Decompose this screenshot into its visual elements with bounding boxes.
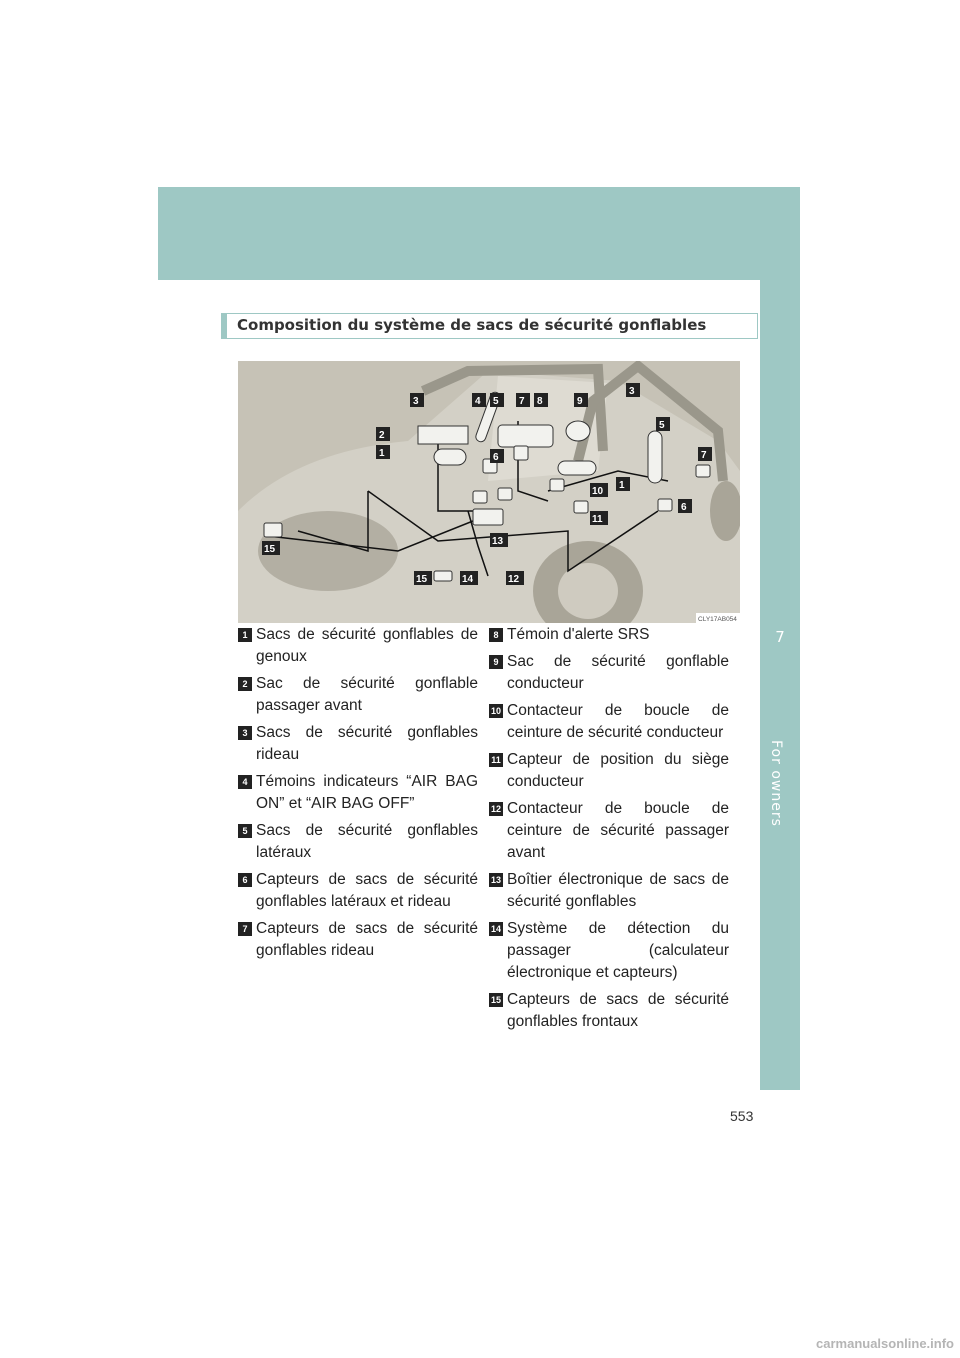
svg-text:3: 3 <box>629 386 635 397</box>
svg-text:4: 4 <box>475 396 481 407</box>
svg-text:5: 5 <box>493 396 499 407</box>
svg-text:5: 5 <box>659 420 665 431</box>
page-number: 553 <box>730 1108 754 1124</box>
svg-text:15: 15 <box>416 574 428 585</box>
figure-code: CLY17AB054 <box>698 616 737 623</box>
chapter-label: For owners <box>768 740 784 827</box>
svg-text:7: 7 <box>519 396 525 407</box>
svg-text:1: 1 <box>379 448 385 459</box>
car-illustration: 1 2 3 4 5 7 8 9 3 5 7 6 1 10 6 11 13 12 … <box>238 361 740 623</box>
svg-text:7: 7 <box>701 450 707 461</box>
svg-text:8: 8 <box>537 396 543 407</box>
watermark[interactable]: carmanualsonline.info <box>816 1336 954 1351</box>
chapter-number: 7 <box>775 628 785 646</box>
svg-text:1: 1 <box>619 480 625 491</box>
section-title-box: Composition du système de sacs de sécuri… <box>221 313 758 339</box>
svg-text:13: 13 <box>492 536 504 547</box>
svg-text:11: 11 <box>592 514 603 525</box>
header-band <box>158 187 800 280</box>
svg-text:14: 14 <box>462 574 474 585</box>
svg-text:6: 6 <box>493 452 499 463</box>
svg-text:12: 12 <box>508 574 520 585</box>
section-title: Composition du système de sacs de sécuri… <box>237 316 707 334</box>
chapter-label-wrap: For owners <box>768 740 790 860</box>
svg-text:15: 15 <box>264 544 276 555</box>
chapter-tab[interactable]: 7 For owners <box>760 280 800 1090</box>
svg-text:3: 3 <box>413 396 419 407</box>
svg-text:9: 9 <box>577 396 583 407</box>
svg-text:6: 6 <box>681 502 687 513</box>
svg-text:10: 10 <box>592 486 604 497</box>
svg-text:2: 2 <box>379 430 385 441</box>
airbag-system-figure: 1 2 3 4 5 7 8 9 3 5 7 6 1 10 6 11 13 12 … <box>238 361 740 623</box>
